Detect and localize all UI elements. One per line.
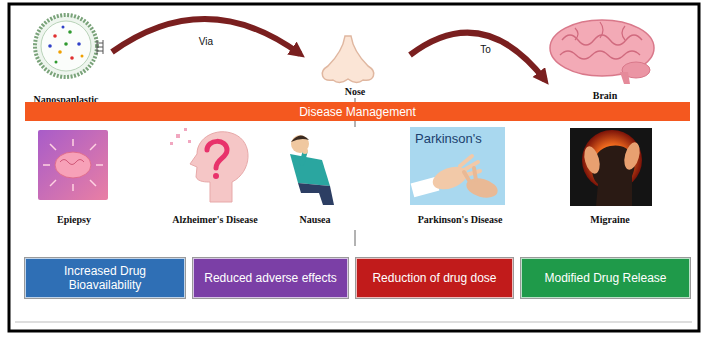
illustration-node: Nanospanlastic <box>20 12 112 106</box>
box-text: Reduced adverse effects <box>204 271 337 285</box>
benefit-box: Modified Drug Release <box>521 258 690 298</box>
benefit-box: Reduction of drug dose <box>356 258 513 298</box>
nausea-figure <box>290 135 334 205</box>
caption: Alzheimer's Disease <box>172 214 257 226</box>
curved-arrow <box>112 19 300 54</box>
disease-node: Nausea <box>270 126 360 226</box>
illustration-node: Nose <box>300 34 410 98</box>
caption: Parkinson's Disease <box>418 214 503 226</box>
rule <box>15 322 692 323</box>
disease-node: Parkinson'sParkinson's Disease <box>405 126 515 226</box>
benefit-box: Increased Drug Bioavailability <box>25 258 185 298</box>
disease-node: Migraine <box>560 126 660 226</box>
illustration-node: Brain <box>545 18 665 102</box>
disease-node: Alzheimer's Disease <box>150 126 280 226</box>
picture-text: Parkinson's <box>415 131 482 146</box>
migraine-figure <box>570 128 652 206</box>
tick <box>355 230 356 246</box>
parkinson-figure <box>410 127 505 205</box>
arrow-label: To <box>478 44 493 56</box>
tick <box>355 121 356 127</box>
benefit-box: Reduced adverse effects <box>193 258 348 298</box>
brain-figure <box>550 20 654 84</box>
arrow-label: Via <box>197 36 215 48</box>
epilepsy-figure <box>38 130 108 200</box>
curved-arrow <box>410 33 545 80</box>
caption: Nausea <box>299 214 330 226</box>
box-text: Modified Drug Release <box>544 271 666 285</box>
band-text: Disease Management <box>299 105 416 119</box>
frame <box>9 4 699 331</box>
caption: Nose <box>345 86 366 98</box>
box-text: Increased Drug Bioavailability <box>34 264 176 292</box>
caption: Migraine <box>590 214 629 226</box>
nose-figure <box>322 36 373 82</box>
disease-node: Epiepsy <box>30 126 118 226</box>
alzheimer-figure <box>170 128 248 202</box>
box-text: Reduction of drug dose <box>372 271 496 285</box>
caption: Epiepsy <box>57 214 91 226</box>
nanospanlastic-figure <box>35 15 103 77</box>
band: Disease Management <box>25 102 690 121</box>
caption: Brain <box>593 90 617 102</box>
